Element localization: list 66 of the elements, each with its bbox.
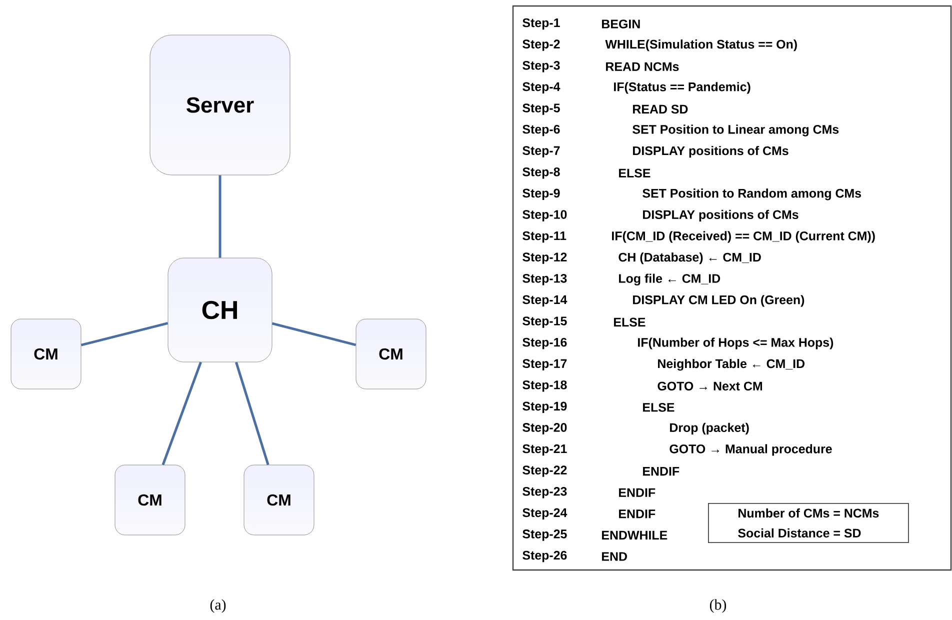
pseudocode-line: ELSE: [614, 318, 646, 327]
step-number: Step-3: [522, 60, 560, 72]
panel-caption: (b): [710, 599, 726, 613]
step-number: Step-26: [522, 550, 567, 562]
pseudocode-line: IF(Status == Pandemic): [614, 82, 750, 94]
step-number: Step-7: [522, 146, 560, 158]
step-number: Step-19: [522, 402, 567, 414]
member-box: CM: [244, 464, 314, 536]
pseudocode-line: SET Position to Random among CMs: [642, 188, 862, 200]
step-number: Step-1: [522, 18, 560, 30]
pseudocode-line: DISPLAY CM LED On (Green): [633, 295, 804, 307]
step-number: Step-11: [522, 231, 566, 243]
pseudocode-line: Log file ← CM_ID: [619, 274, 720, 286]
step-number: Step-8: [522, 167, 560, 179]
step-number: Step-6: [522, 124, 560, 136]
connector-line: [272, 322, 356, 346]
connector-line: [218, 175, 222, 258]
abbreviation-box: Number of CMs = NCMs Social Distance = SD: [708, 503, 909, 543]
pseudocode-line: ENDIF: [619, 510, 656, 518]
pseudocode-line: GOTO → Next CM: [658, 382, 762, 390]
pseudocode-line: ENDIF: [643, 467, 680, 476]
step-number: Step-4: [522, 82, 560, 94]
cluster-head-box: CH: [168, 258, 272, 362]
step-number: Step-18: [522, 380, 567, 392]
step-number: Step-16: [522, 338, 567, 350]
step-number: Step-5: [522, 104, 560, 115]
member-box: CM: [10, 318, 82, 390]
step-number: Step-20: [522, 423, 567, 434]
pseudocode-line: GOTO → Manual procedure: [670, 444, 832, 456]
pseudocode-line: DISPLAY positions of CMs: [643, 210, 798, 222]
step-number: Step-15: [522, 316, 567, 328]
step-number: Step-17: [522, 359, 567, 370]
pseudocode-line: ELSE: [643, 403, 674, 412]
pseudocode-line: ELSE: [619, 168, 650, 178]
pseudocode-line: DISPLAY positions of CMs: [633, 146, 788, 158]
pseudocode-line: Neighbor Table ← CM_ID: [658, 358, 805, 371]
step-number: Step-14: [522, 295, 568, 307]
pseudocode-line: BEGIN: [602, 20, 640, 28]
pseudocode-line: SET Position to Linear among CMs: [632, 124, 839, 136]
pseudocode-line: END: [602, 552, 627, 561]
step-number: Step-24: [522, 508, 568, 520]
step-number: Step-21: [522, 444, 567, 456]
panel-caption: (a): [210, 599, 226, 613]
connector-line: [162, 362, 202, 466]
connector-line: [80, 322, 168, 346]
connector-line: [235, 362, 270, 466]
step-number: Step-10: [522, 210, 567, 222]
step-number: Step-2: [522, 40, 560, 51]
step-number: Step-13: [522, 274, 567, 286]
step-number: Step-22: [522, 466, 567, 477]
pseudocode-line: READ SD: [633, 104, 688, 114]
member-box: CM: [356, 318, 426, 390]
pseudocode-line: IF(CM_ID (Received) == CM_ID (Current CM)): [612, 231, 875, 243]
pseudocode-line: Drop (packet): [670, 422, 749, 434]
step-number: Step-9: [522, 188, 560, 200]
pseudocode-line: ENDWHILE: [602, 530, 668, 540]
step-number: Step-23: [522, 486, 567, 498]
pseudocode-line: READ NCMs: [606, 62, 679, 71]
member-box: CM: [114, 464, 186, 536]
pseudocode-line: ENDIF: [619, 488, 656, 497]
step-number: Step-25: [522, 530, 567, 541]
step-number: Step-12: [522, 252, 567, 264]
pseudocode-line: WHILE(Simulation Status == On): [605, 39, 797, 52]
server-box: Server: [150, 34, 290, 176]
pseudocode-line: CH (Database) ← CM_ID: [618, 252, 761, 264]
pseudocode-line: IF(Number of Hops <= Max Hops): [638, 338, 834, 350]
